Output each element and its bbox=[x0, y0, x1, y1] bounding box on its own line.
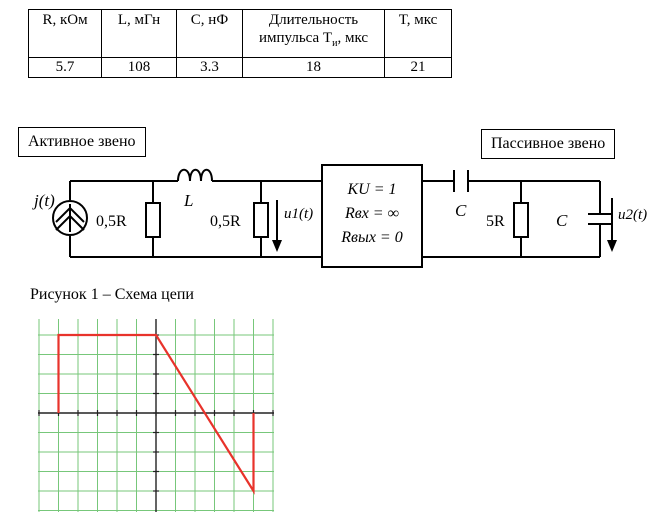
circuit-diagram: j(t) 0,5R L 0,5R u1(t) KU = 1 Rвх = ∞ Rв… bbox=[32, 164, 647, 268]
plot-series bbox=[57, 333, 255, 495]
resistor-5r bbox=[513, 202, 529, 238]
label-amp-rout: Rвых = 0 bbox=[340, 229, 402, 246]
u1-arrow bbox=[272, 200, 282, 252]
capacitor-series bbox=[453, 170, 469, 192]
u2-arrow bbox=[607, 198, 617, 252]
header-t: T, мкс bbox=[384, 9, 452, 58]
plot-axes bbox=[38, 319, 274, 512]
resistor-r2 bbox=[253, 202, 269, 238]
label-r-passive: 5R bbox=[486, 213, 505, 230]
figure-caption: Рисунок 1 – Схема цепи bbox=[30, 286, 194, 303]
amplifier-box bbox=[321, 164, 423, 268]
resistor-r1 bbox=[145, 202, 161, 238]
label-amp-rin: Rвх = ∞ bbox=[344, 205, 399, 222]
value-c: 3.3 bbox=[176, 57, 243, 78]
params-table: R, кОм L, мГн C, нФ Длительность импульс… bbox=[28, 9, 452, 78]
inductor-symbol bbox=[177, 168, 213, 182]
pulse-waveform-plot bbox=[38, 319, 274, 512]
params-value-row: 5.7 108 3.3 18 21 bbox=[28, 57, 452, 78]
label-r2: 0,5R bbox=[210, 213, 241, 230]
header-r: R, кОм bbox=[28, 9, 102, 58]
header-l: L, мГн bbox=[101, 9, 177, 58]
label-r1: 0,5R bbox=[96, 213, 127, 230]
active-stage-label: Активное звено bbox=[18, 127, 146, 157]
label-u1: u1(t) bbox=[284, 206, 313, 222]
passive-stage-label: Пассивное звено bbox=[481, 129, 616, 159]
label-inductor: L bbox=[183, 191, 193, 210]
label-cap-shunt: C bbox=[556, 211, 568, 230]
header-duration-prefix: импульса T bbox=[258, 30, 333, 46]
value-r: 5.7 bbox=[28, 57, 102, 78]
label-source-j: j(t) bbox=[32, 191, 55, 210]
label-u2: u2(t) bbox=[618, 207, 647, 223]
header-pulse-duration: Длительность импульса Tи, мкс bbox=[242, 9, 385, 58]
label-amp-ku: KU = 1 bbox=[346, 181, 396, 198]
value-pulse-duration: 18 bbox=[242, 57, 385, 78]
current-source-symbol bbox=[52, 200, 88, 236]
label-cap-series: C bbox=[455, 201, 467, 220]
header-duration-sub: и bbox=[332, 38, 338, 49]
header-duration-unit: , мкс bbox=[337, 30, 369, 46]
circuit-wires bbox=[69, 180, 601, 258]
header-duration-line1: Длительность bbox=[268, 12, 359, 28]
params-header-row: R, кОм L, мГн C, нФ Длительность импульс… bbox=[28, 9, 452, 58]
capacitor-shunt bbox=[588, 213, 612, 225]
value-t: 21 bbox=[384, 57, 452, 78]
